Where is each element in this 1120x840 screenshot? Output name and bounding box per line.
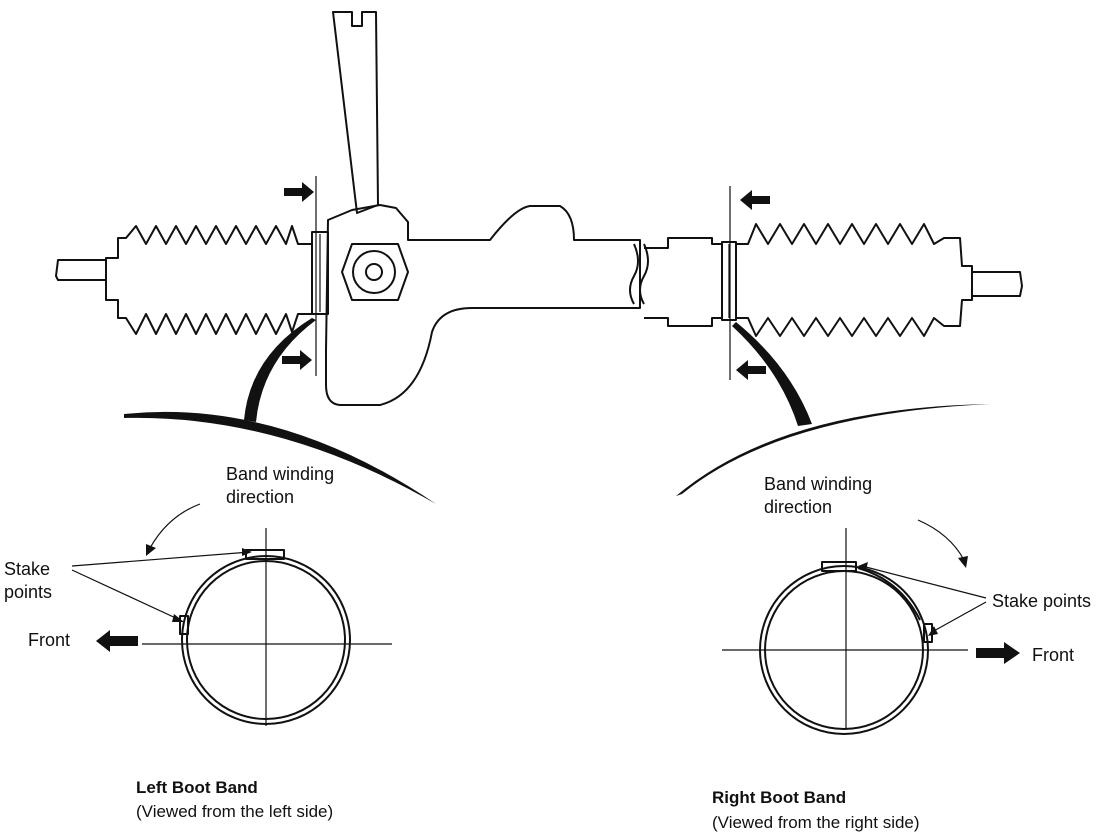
right-callout-leader <box>732 322 812 426</box>
arrow-icon <box>282 350 312 370</box>
right-winding-label-line2: direction <box>764 497 832 517</box>
right-caption-subtitle: (Viewed from the right side) <box>712 813 920 832</box>
right-boot-band-view <box>722 519 1020 735</box>
arrow-icon <box>284 182 314 202</box>
left-stake-label-line2: points <box>4 582 52 602</box>
hex-nut-icon <box>341 243 409 301</box>
housing-break <box>629 243 639 305</box>
right-front-label: Front <box>1032 645 1074 665</box>
steering-rack-assembly <box>55 11 1023 406</box>
left-caption-subtitle: (Viewed from the left side) <box>136 802 333 821</box>
left-stake-label-line1: Stake <box>4 559 50 579</box>
right-stake-label: Stake points <box>992 591 1091 611</box>
arrow-icon <box>976 642 1020 664</box>
left-caption-title: Left Boot Band <box>136 778 258 797</box>
right-tube <box>644 237 723 327</box>
left-winding-label-line2: direction <box>226 487 294 507</box>
left-tie-rod <box>55 259 106 281</box>
right-caption-title: Right Boot Band <box>712 788 846 807</box>
left-boot <box>105 225 313 335</box>
right-callout-arc <box>676 404 990 496</box>
right-boot <box>735 223 973 337</box>
left-callout-leader <box>244 318 316 422</box>
arrow-icon <box>740 190 770 210</box>
left-winding-label-line1: Band winding <box>226 464 334 484</box>
gearbox-housing <box>325 204 641 406</box>
arrow-icon <box>736 360 766 380</box>
right-tie-rod <box>972 271 1023 297</box>
left-front-label: Front <box>28 630 70 650</box>
pinion-shaft <box>332 11 379 214</box>
arrow-icon <box>96 630 138 652</box>
left-boot-band-view <box>71 503 392 726</box>
left-callout-arc <box>124 411 436 504</box>
right-winding-label-line1: Band winding <box>764 474 872 494</box>
